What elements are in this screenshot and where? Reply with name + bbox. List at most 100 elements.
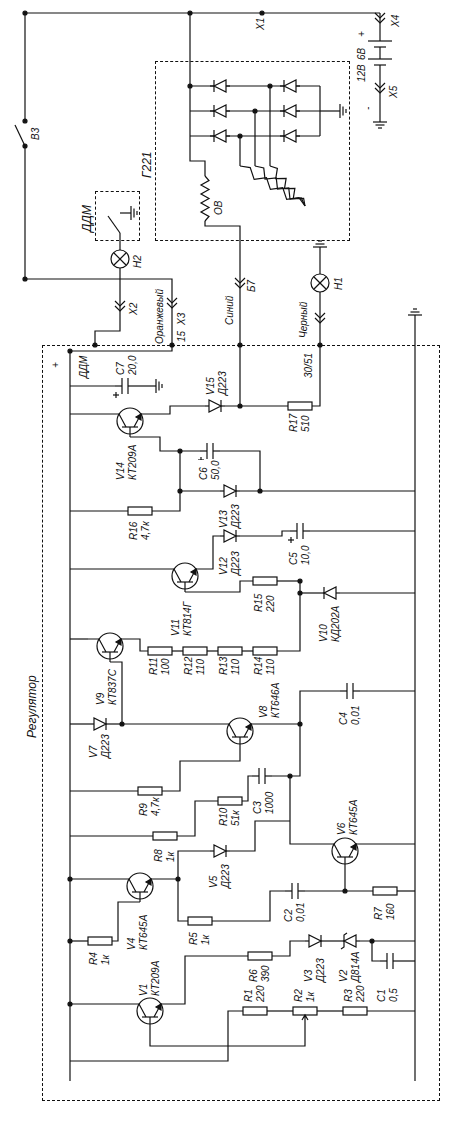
component-label: C4 0,01	[338, 705, 361, 726]
diode-symbol	[305, 935, 325, 947]
junction-dot	[68, 1002, 72, 1006]
resistor-symbol	[138, 787, 162, 795]
wire	[70, 510, 128, 511]
resistor-symbol	[373, 887, 397, 895]
component-label: R9 4,7к	[138, 796, 161, 817]
component-label: R5 1к	[188, 931, 211, 946]
junction-dot	[370, 939, 374, 943]
component-label: 12В	[356, 63, 368, 83]
wire	[277, 581, 300, 651]
wire	[269, 86, 270, 166]
component-label: Синий	[224, 295, 236, 326]
component-label: R16 4,7к	[128, 520, 151, 541]
wire	[207, 650, 218, 651]
circuit	[15, 11, 422, 1081]
component-label: +	[356, 30, 368, 38]
wire	[178, 879, 188, 921]
wire	[254, 111, 255, 166]
junction-dot	[178, 449, 182, 453]
transistor-symbol	[323, 838, 367, 867]
wire	[190, 13, 205, 176]
component-label: R2 1к	[293, 988, 316, 1003]
dashed-unit-box: ДДМ	[95, 191, 140, 241]
component-label: V6 КТ645А	[336, 799, 359, 836]
component-label: R1 220	[243, 984, 266, 1003]
resistor-symbol	[248, 952, 272, 960]
wire	[172, 956, 248, 1004]
wire	[317, 1010, 343, 1011]
component-label: Черный	[298, 301, 310, 339]
wire	[290, 776, 323, 844]
component-label: X5	[388, 85, 400, 99]
wire	[190, 85, 320, 86]
resistor-symbol	[218, 797, 242, 805]
wire	[25, 279, 172, 351]
resistor-symbol	[188, 917, 212, 925]
component-label: V15 Д223	[205, 370, 228, 396]
wire	[239, 136, 240, 166]
capacitor-symbol	[252, 768, 272, 784]
wire	[220, 451, 260, 491]
wire	[414, 321, 415, 1081]
component-label: ОВ	[213, 200, 225, 216]
component-label: V3 Д223	[303, 957, 326, 983]
component-label: -	[362, 106, 374, 111]
wire	[120, 212, 125, 213]
wire	[305, 890, 373, 891]
component-label: C5 10,0	[288, 545, 311, 566]
capacitor-symbol	[113, 378, 135, 398]
component-label: R11 100	[148, 656, 171, 676]
ground-symbol	[408, 309, 422, 321]
ground-symbol	[373, 116, 387, 128]
component-label: R17 510	[288, 413, 311, 433]
diode-symbol	[220, 485, 240, 497]
junction-dot	[23, 277, 27, 281]
unit-heading: Регулятор	[25, 673, 39, 740]
diode-symbol	[280, 80, 300, 92]
resistor-symbol	[243, 1007, 267, 1015]
unit-heading: Г221	[140, 149, 154, 180]
wire	[400, 960, 415, 961]
component-label: C2 0,01	[283, 902, 306, 923]
wire	[108, 216, 120, 233]
junction-dot	[188, 11, 192, 15]
transistor-symbol	[88, 633, 132, 662]
component-label: R14 110	[253, 656, 276, 676]
wire	[277, 580, 300, 581]
diode-symbol	[280, 130, 300, 142]
diode-symbol	[220, 530, 240, 542]
component-label: V10 КД202А	[318, 605, 341, 643]
junction-dot	[23, 119, 27, 123]
component-label: C7 20,0	[115, 355, 138, 376]
junction-dot	[238, 134, 242, 138]
junction-dot	[343, 889, 347, 893]
capacitor-symbol	[288, 523, 310, 543]
component-label: Б7	[246, 279, 258, 293]
wire	[267, 1010, 293, 1011]
junction-dot	[23, 144, 27, 148]
winding-symbol	[240, 166, 305, 206]
junction-dot	[253, 109, 257, 113]
wire	[397, 890, 415, 891]
wire	[360, 940, 415, 941]
junction-dot	[120, 722, 124, 726]
wire	[119, 233, 120, 250]
transistor-symbol	[118, 873, 162, 902]
resistor-symbol	[148, 647, 172, 655]
wire	[240, 531, 290, 536]
component-label: +	[50, 361, 62, 369]
ground-symbol	[150, 379, 162, 393]
component-label: R10 51к	[218, 807, 241, 827]
resistor-symbol	[288, 402, 312, 410]
wire	[360, 690, 415, 691]
component-label: H2	[132, 254, 144, 269]
junction-dot	[288, 774, 292, 778]
component-label: V5 Д223	[208, 863, 231, 889]
wire	[272, 941, 305, 956]
diode-symbol	[210, 845, 230, 857]
wire	[135, 385, 150, 386]
wire	[132, 639, 148, 651]
wire	[300, 592, 320, 593]
component-label: Оранжевый	[154, 288, 166, 345]
transistor-symbol	[163, 563, 207, 592]
